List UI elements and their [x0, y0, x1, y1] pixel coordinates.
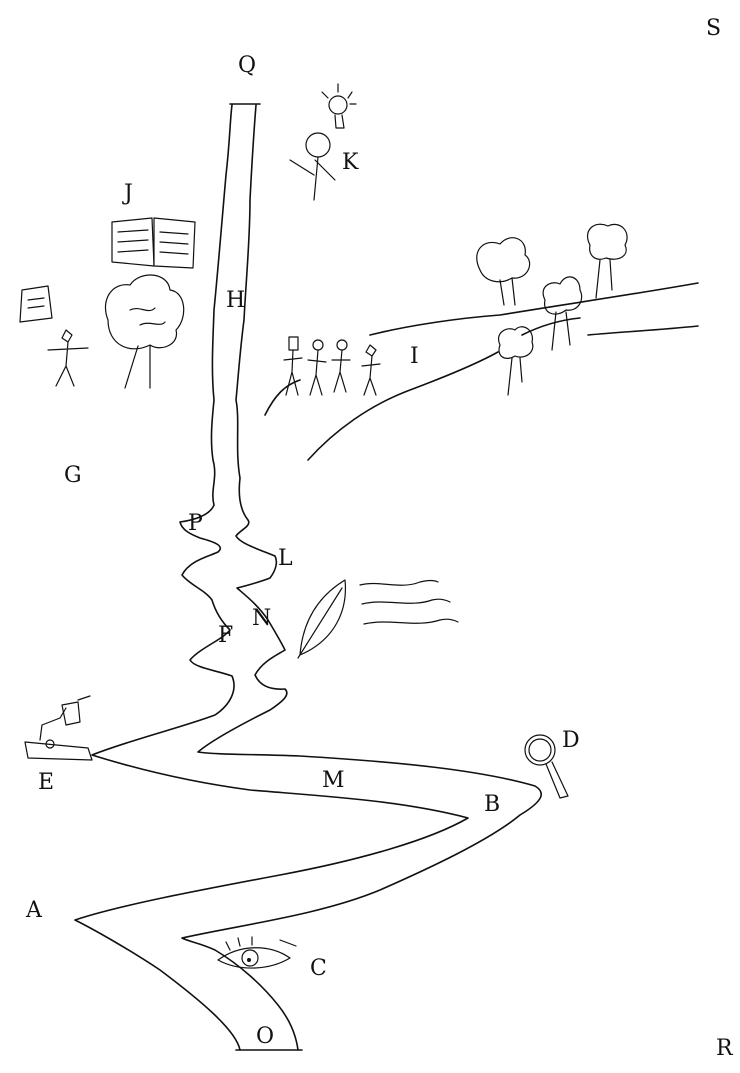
label-E: E: [38, 772, 54, 794]
label-G: G: [64, 465, 82, 487]
river-right-bank: [182, 105, 541, 1050]
branch-river-upper-bank: [265, 380, 300, 415]
tree-icon: [477, 238, 530, 305]
label-B: B: [484, 794, 500, 816]
tree-icon: [499, 327, 533, 395]
label-N: N: [252, 608, 271, 630]
label-F: F: [218, 625, 233, 647]
person-with-sign-icon: [20, 286, 88, 386]
label-H: H: [226, 290, 245, 312]
label-K: K: [342, 152, 358, 174]
branch-river-lower-bank: [308, 352, 498, 460]
label-L: L: [278, 548, 293, 570]
label-S: S: [706, 18, 721, 40]
group-of-people-icon: [284, 337, 380, 395]
label-Q: Q: [238, 55, 256, 77]
label-I: I: [410, 346, 419, 368]
river-left-bank: [75, 105, 468, 1050]
microscope-icon: [25, 696, 92, 760]
label-O: O: [256, 1026, 274, 1048]
eye-icon: [218, 937, 296, 968]
label-P: P: [188, 513, 203, 535]
branch-river-lower-bank-3: [588, 326, 698, 335]
tree-icon: [588, 224, 628, 298]
tree-icon: [105, 275, 183, 388]
leaf-icon: [298, 580, 345, 658]
label-A: A: [26, 900, 42, 922]
label-M: M: [322, 770, 345, 792]
label-C: C: [310, 958, 327, 980]
tree-icon: [543, 277, 582, 350]
open-book-icon: [112, 218, 195, 268]
label-R: R: [716, 1038, 733, 1060]
branch-river-upper-bank-2: [370, 283, 698, 335]
water-waves-icon: [360, 581, 458, 625]
person-with-lightbulb-icon: [290, 84, 356, 200]
label-J: J: [124, 183, 133, 205]
label-D: D: [562, 730, 580, 752]
